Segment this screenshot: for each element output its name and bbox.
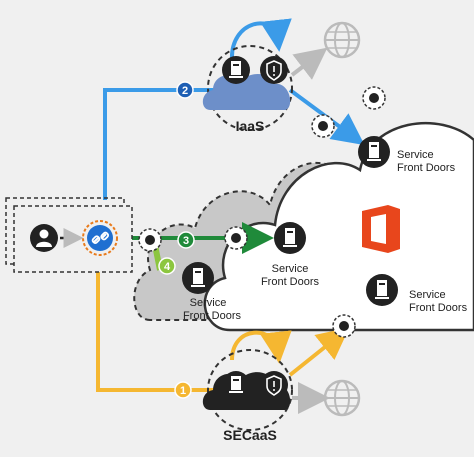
svg-text:1: 1 — [180, 385, 186, 397]
step-3-badge: 3 — [177, 231, 195, 249]
sfd-top-line2: Front Doors — [397, 162, 456, 174]
server-icon — [366, 274, 398, 306]
iaas-label: IaaS — [236, 118, 265, 134]
sfd-grey-line2: Front Doors — [183, 310, 242, 322]
svg-text:4: 4 — [164, 261, 171, 273]
junction-dot — [224, 226, 248, 250]
sfd-right-line2: Front Doors — [409, 302, 468, 314]
step-1-badge: 1 — [174, 381, 192, 399]
junction-dot — [362, 86, 386, 110]
link-icon — [82, 220, 118, 256]
user-icon — [30, 224, 58, 252]
sfd-mid-line2: Front Doors — [261, 276, 320, 288]
svg-text:3: 3 — [183, 235, 189, 247]
server-icon — [274, 222, 306, 254]
office-logo-icon — [362, 205, 400, 253]
secaas-label: SECaaS — [223, 427, 277, 443]
blue-loop — [229, 18, 292, 61]
junction-dot — [311, 114, 335, 138]
yellow-loop — [230, 330, 292, 364]
server-icon — [358, 136, 390, 168]
server-icon — [182, 262, 214, 294]
step-4-badge: 4 — [158, 257, 176, 275]
globe-icon — [323, 379, 361, 417]
shield-alert-icon — [260, 371, 288, 399]
junction-dot — [332, 314, 356, 338]
grey-arrow-top — [290, 47, 328, 80]
yellow-path-to-cloud — [288, 327, 350, 377]
iaas-boundary — [207, 45, 293, 131]
secaas-boundary — [207, 349, 293, 431]
server-icon — [222, 56, 250, 84]
server-icon — [222, 371, 250, 399]
sfd-right-line1: Service — [409, 289, 446, 301]
sfd-mid-line1: Service — [272, 263, 309, 275]
svg-text:2: 2 — [182, 85, 188, 97]
sfd-top-line1: Service — [397, 149, 434, 161]
iaas-cloud — [202, 73, 291, 110]
step-2-badge: 2 — [176, 81, 194, 99]
blue-path-to-cloud — [288, 88, 365, 146]
globe-icon — [323, 21, 361, 59]
sfd-grey-line1: Service — [190, 297, 227, 309]
blue-path — [103, 88, 215, 200]
shield-alert-icon — [260, 56, 288, 84]
junction-dot — [138, 228, 162, 252]
